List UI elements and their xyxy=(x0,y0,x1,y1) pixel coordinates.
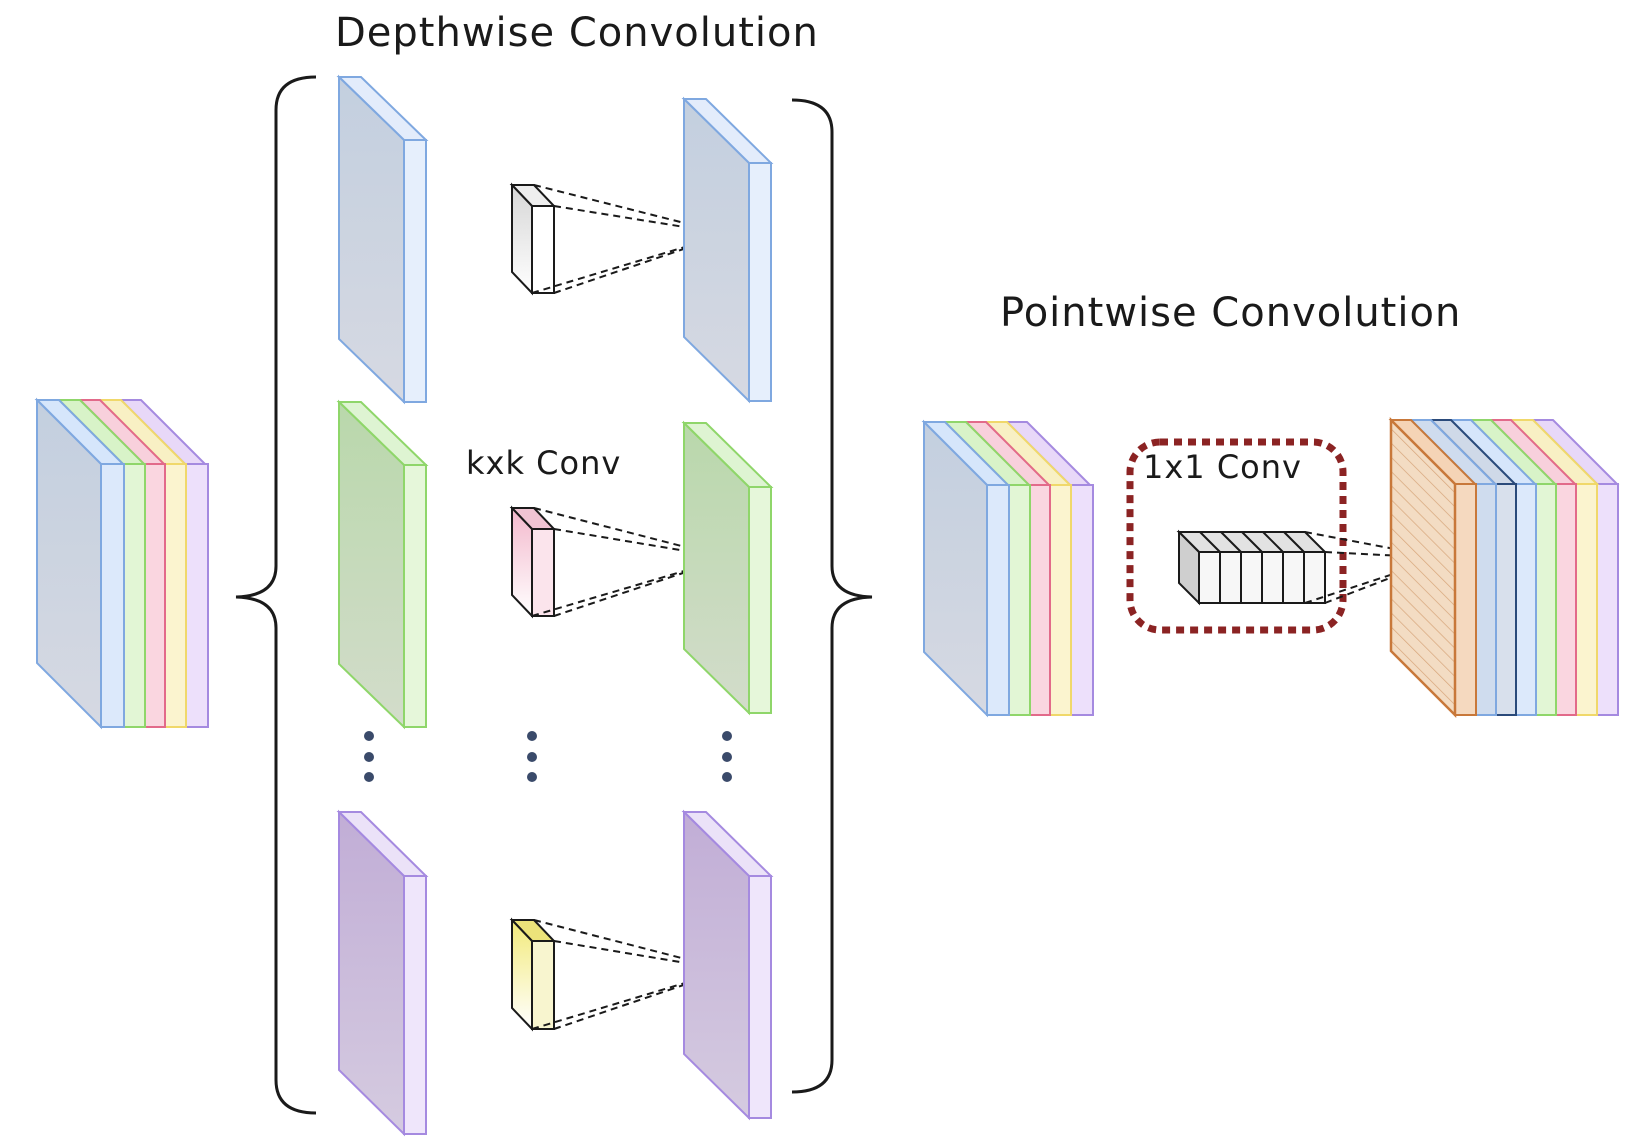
depthwise-row-purple xyxy=(336,809,774,1137)
kxk-conv-label: kxk Conv xyxy=(466,444,622,482)
pointwise-input-stack xyxy=(921,419,1094,718)
depthwise-input-channel-purple xyxy=(336,809,429,1137)
input-feature-map-stack xyxy=(34,397,209,730)
left-brace xyxy=(235,75,317,1115)
depthwise-output-channel-green xyxy=(681,420,774,716)
output-feature-map-stack xyxy=(1388,416,1620,719)
depthwise-output-channel-blue xyxy=(681,96,774,404)
depthwise-input-channel-green xyxy=(336,399,429,730)
right-brace xyxy=(791,98,873,1094)
depthwise-row-green xyxy=(336,399,774,730)
depthwise-row-blue xyxy=(336,74,774,405)
depthwise-kernel-gray xyxy=(509,182,557,296)
ellipsis-dots xyxy=(364,731,732,782)
depthwise-convolution-title: Depthwise Convolution xyxy=(335,10,819,56)
depthwise-output-channel-purple xyxy=(681,809,774,1121)
pointwise-convolution-title: Pointwise Convolution xyxy=(1000,290,1462,336)
depthwise-kernel-pink xyxy=(509,505,557,619)
depthwise-input-channel-blue xyxy=(336,74,429,405)
conv-1x1-highlight-box xyxy=(1126,438,1347,634)
conv-1x1-kernel xyxy=(1176,529,1328,606)
conv-1x1-label: 1x1 Conv xyxy=(1143,448,1302,486)
depthwise-kernel-yellow xyxy=(509,917,557,1032)
